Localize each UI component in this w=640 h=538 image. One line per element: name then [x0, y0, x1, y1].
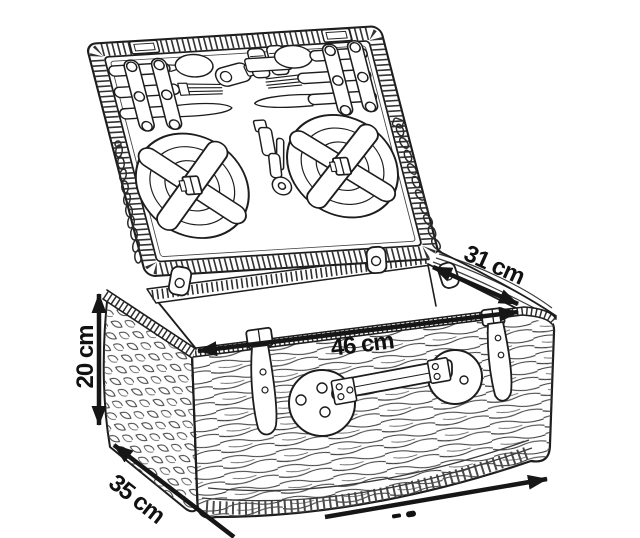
- carry-handle: [288, 349, 483, 437]
- plate-left: [134, 132, 250, 239]
- cutlery-strap: [346, 40, 379, 113]
- base-depth-arrow: [112, 443, 236, 538]
- lid-chain-left: [114, 140, 142, 264]
- plate-strap-buckle: [328, 156, 353, 176]
- front-width-arrow: [197, 306, 519, 357]
- front-left-corner-edge: [191, 354, 199, 505]
- lid-clasp-right: [320, 27, 353, 43]
- base-width-arrow: [324, 474, 548, 520]
- dimension-body-height: 20 cm: [72, 293, 107, 426]
- handle-rivet-plate: [330, 376, 358, 406]
- corkscrew: [252, 119, 293, 196]
- cutlery-strap: [321, 43, 354, 116]
- dimension-base-width-cutoff: [324, 474, 548, 520]
- salt-pepper-shakers: [244, 44, 293, 79]
- basket-lid: [87, 25, 439, 277]
- lid-cutlery-right: [253, 40, 379, 116]
- cut-off-label-fragment: [391, 513, 402, 519]
- opening-depth-arrow: [432, 264, 519, 307]
- hinge-tab: [167, 265, 193, 297]
- dimension-label-body-height: 20 cm: [72, 325, 99, 388]
- plate-strap-buckle: [178, 175, 203, 196]
- hinge-tab: [365, 245, 388, 275]
- basket-left-rim: [102, 289, 197, 359]
- lid-clasp-left: [128, 39, 161, 55]
- handle-rivet-plate: [426, 356, 452, 385]
- cut-off-label-fragment: [406, 510, 416, 518]
- lid-wicker-border: [90, 27, 436, 275]
- base-weave: [201, 439, 533, 515]
- plate-right: [286, 114, 400, 219]
- cutlery-strap: [123, 59, 155, 132]
- lid-cutlery-left: [108, 53, 233, 132]
- cutlery-strap: [150, 57, 183, 130]
